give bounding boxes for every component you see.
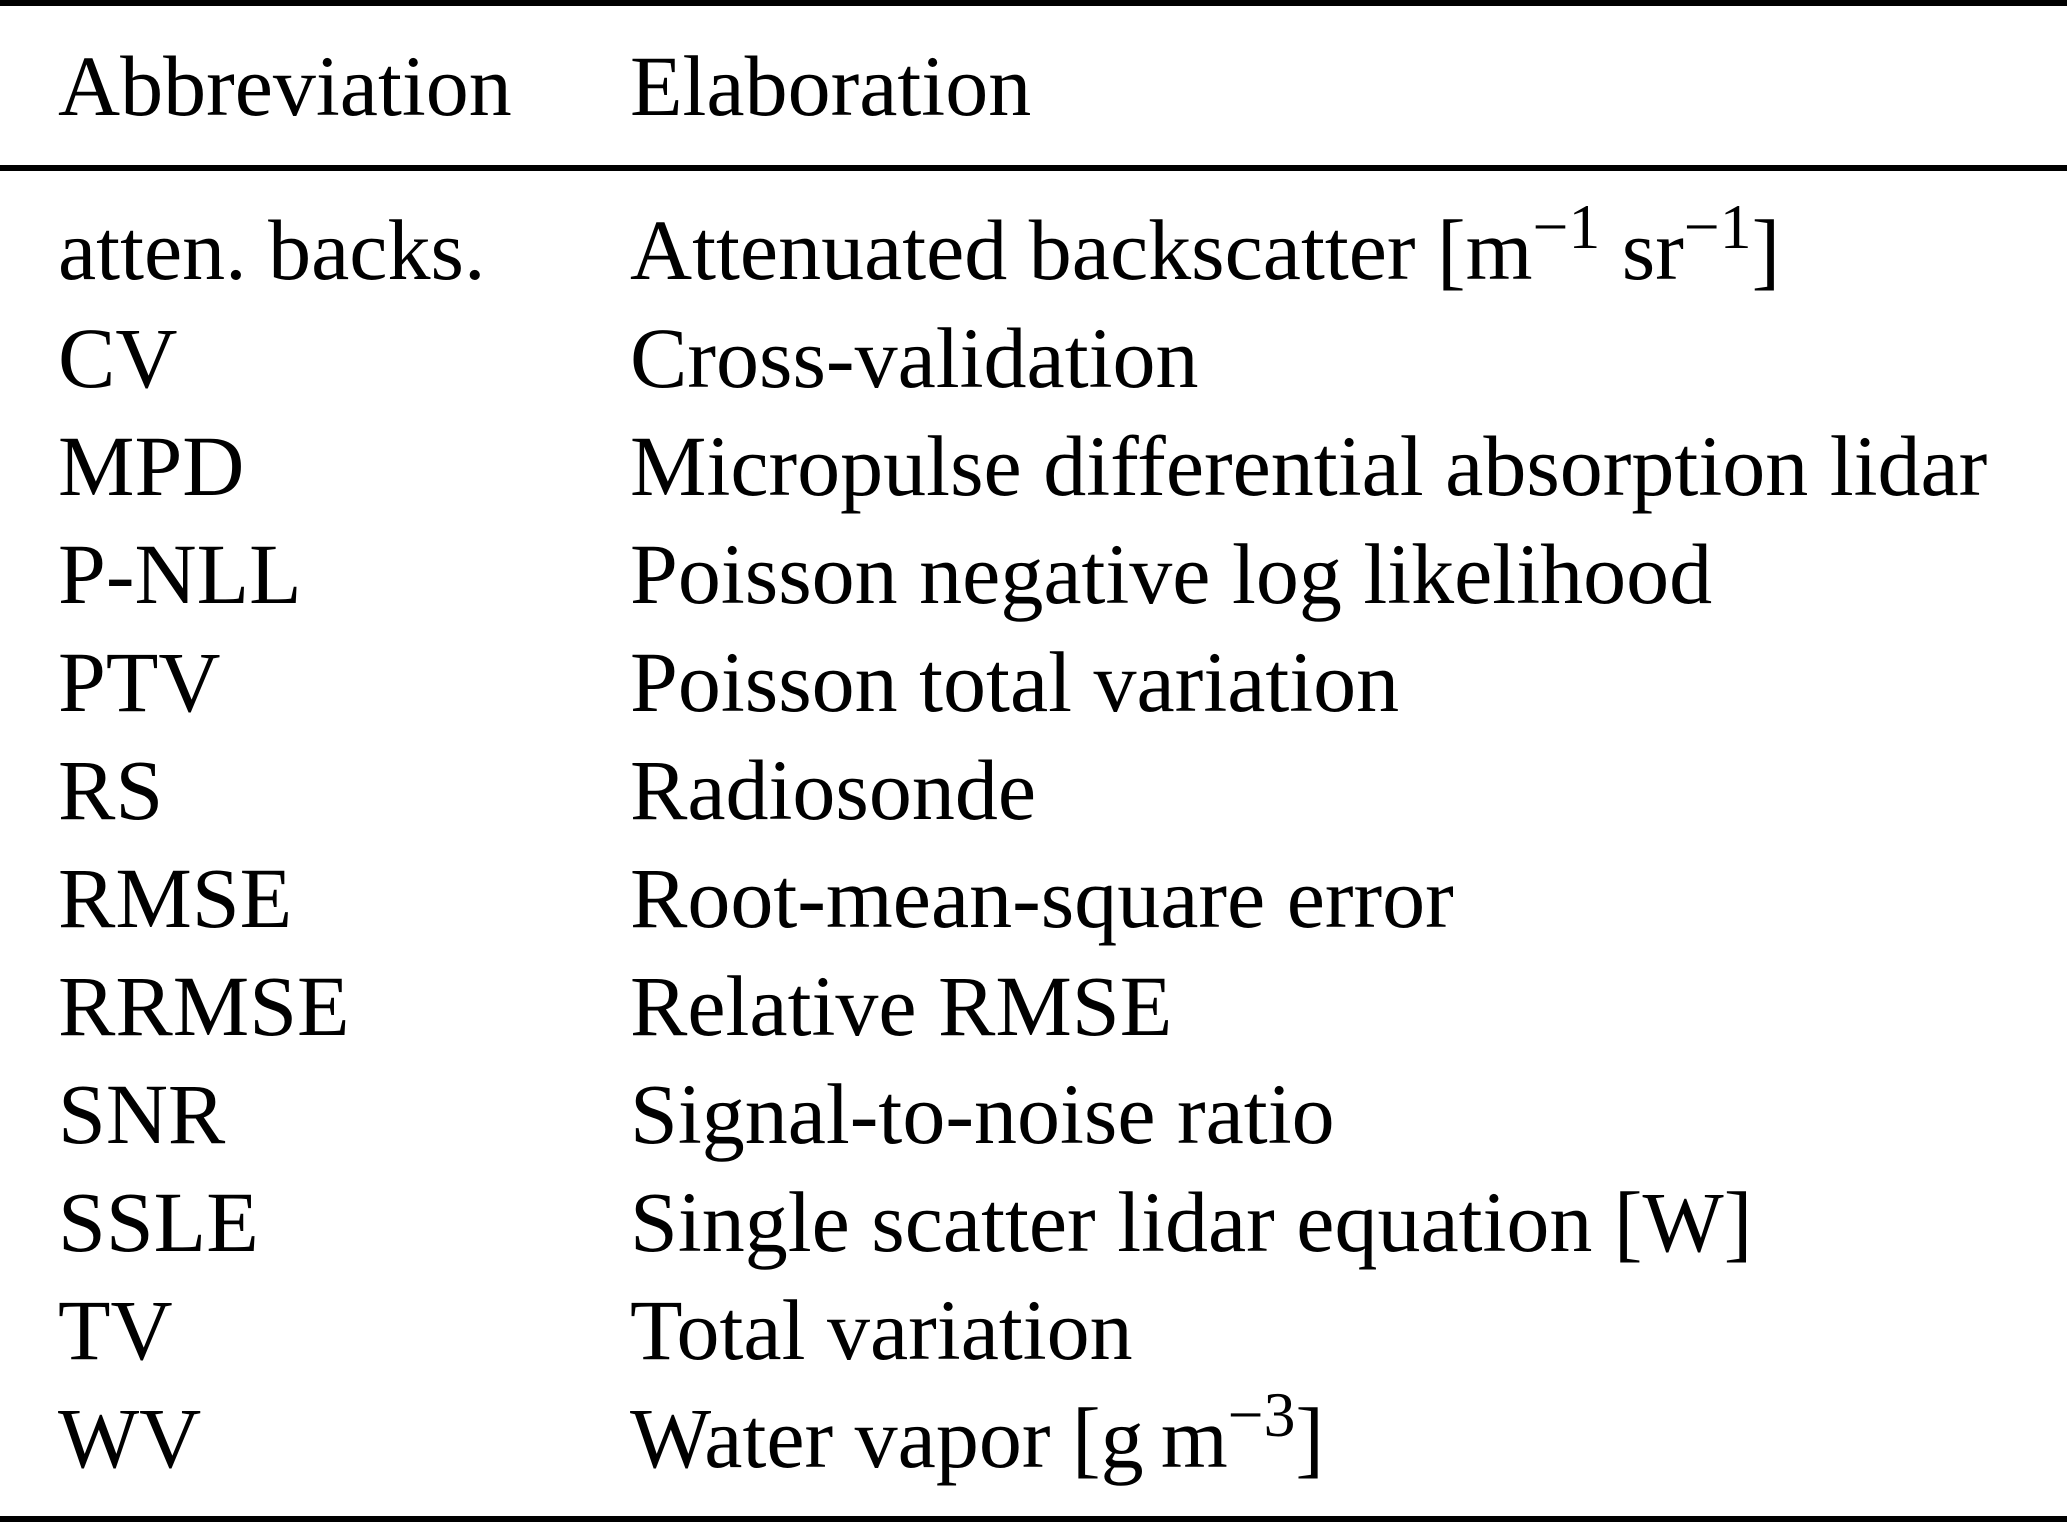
table-row: SSLE Single scatter lidar equation [W] [0, 1168, 2067, 1276]
column-header-elaboration: Elaboration [630, 37, 1032, 134]
abbreviation-cell: MPD [58, 417, 245, 514]
bottom-rule [0, 1516, 2067, 1522]
table-row: RS Radiosonde [0, 736, 2067, 844]
table-header-row: Abbreviation Elaboration [0, 6, 2067, 165]
elaboration-cell: Signal-to-noise ratio [630, 1065, 1335, 1162]
elaboration-cell: Relative RMSE [630, 957, 1173, 1054]
header-rule [0, 165, 2067, 171]
table-row: RMSE Root-mean-square error [0, 844, 2067, 952]
elaboration-cell: Poisson negative log likelihood [630, 525, 1713, 622]
abbreviation-cell: TV [58, 1281, 173, 1378]
table-row: WV Water vapor [g m−3] [0, 1378, 2067, 1492]
column-header-abbreviation: Abbreviation [58, 37, 512, 134]
table-row: atten. backs. Attenuated backscatter [m−1… [0, 190, 2067, 304]
abbreviation-cell: RS [58, 741, 164, 838]
table-row: P-NLL Poisson negative log likelihood [0, 520, 2067, 628]
abbreviation-cell: RRMSE [58, 957, 350, 1054]
abbreviation-cell: atten. backs. [58, 201, 486, 298]
abbreviation-cell: SNR [58, 1065, 226, 1162]
elaboration-cell: Radiosonde [630, 741, 1037, 838]
table-row: PTV Poisson total variation [0, 628, 2067, 736]
elaboration-cell: Water vapor [g m−3] [630, 1378, 1325, 1486]
elaboration-cell: Single scatter lidar equation [W] [630, 1173, 1753, 1270]
elaboration-cell: Poisson total variation [630, 633, 1400, 730]
superscript: −3 [1227, 1378, 1296, 1450]
table-row: RRMSE Relative RMSE [0, 952, 2067, 1060]
table-row: CV Cross-validation [0, 304, 2067, 412]
elaboration-cell: Micropulse differential absorption lidar [630, 417, 1988, 514]
abbreviation-cell: WV [58, 1389, 202, 1486]
top-rule [0, 0, 2067, 6]
abbreviation-cell: CV [58, 309, 178, 406]
abbreviation-cell: RMSE [58, 849, 293, 946]
table-row: MPD Micropulse differential absorption li… [0, 412, 2067, 520]
table-row: SNR Signal-to-noise ratio [0, 1060, 2067, 1168]
superscript: −1 [1683, 190, 1752, 262]
elaboration-cell: Attenuated backscatter [m−1 sr−1] [630, 190, 1781, 298]
abbreviation-cell: P-NLL [58, 525, 302, 622]
elaboration-cell: Cross-validation [630, 309, 1199, 406]
superscript: −1 [1532, 190, 1601, 262]
table-row: TV Total variation [0, 1276, 2067, 1384]
abbreviation-cell: SSLE [58, 1173, 259, 1270]
elaboration-cell: Total variation [630, 1281, 1133, 1378]
elaboration-cell: Root-mean-square error [630, 849, 1454, 946]
table-body: atten. backs. Attenuated backscatter [m−1… [0, 171, 2067, 1516]
abbreviation-cell: PTV [58, 633, 221, 730]
